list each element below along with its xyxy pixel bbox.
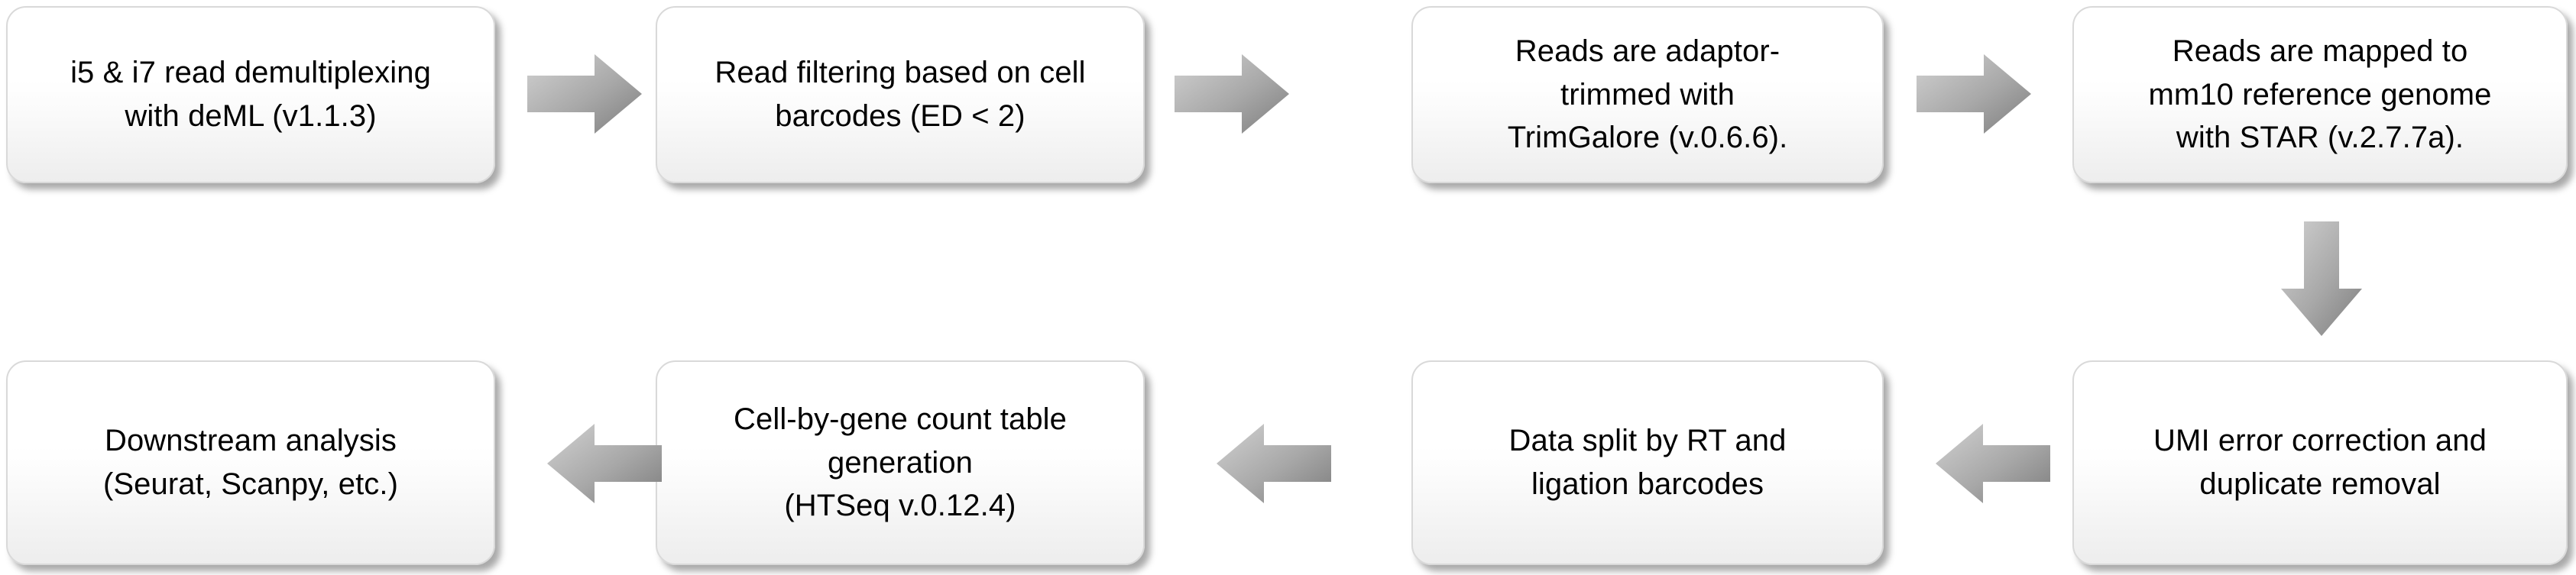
node-read-filtering-label: Read filtering based on cell barcodes (E…: [714, 56, 1086, 133]
node-count-table-label: Cell-by-gene count table generation (HTS…: [734, 402, 1067, 523]
node-data-split-label: Data split by RT and ligation barcodes: [1508, 424, 1787, 501]
arrow-down-icon: [2279, 221, 2364, 336]
node-read-mapping-label: Reads are mapped to mm10 reference genom…: [2148, 34, 2492, 155]
node-demultiplexing[interactable]: i5 & i7 read demultiplexing with deML (v…: [6, 6, 495, 183]
node-adaptor-trimming[interactable]: Reads are adaptor- trimmed with TrimGalo…: [1411, 6, 1884, 183]
arrow-left-icon: [547, 422, 662, 506]
node-downstream-analysis-label: Downstream analysis (Seurat, Scanpy, etc…: [102, 424, 399, 501]
arrow-right-icon: [1917, 52, 2031, 136]
node-read-filtering[interactable]: Read filtering based on cell barcodes (E…: [656, 6, 1145, 183]
node-demultiplexing-label: i5 & i7 read demultiplexing with deML (v…: [70, 56, 431, 133]
node-umi-correction[interactable]: UMI error correction and duplicate remov…: [2072, 360, 2568, 565]
node-umi-correction-label: UMI error correction and duplicate remov…: [2153, 424, 2487, 501]
node-data-split[interactable]: Data split by RT and ligation barcodes: [1411, 360, 1884, 565]
node-adaptor-trimming-label: Reads are adaptor- trimmed with TrimGalo…: [1507, 34, 1788, 155]
arrow-right-icon: [1175, 52, 1289, 136]
node-read-mapping[interactable]: Reads are mapped to mm10 reference genom…: [2072, 6, 2568, 183]
node-count-table[interactable]: Cell-by-gene count table generation (HTS…: [656, 360, 1145, 565]
arrow-right-icon: [527, 52, 642, 136]
arrow-left-icon: [1936, 422, 2050, 506]
node-downstream-analysis[interactable]: Downstream analysis (Seurat, Scanpy, etc…: [6, 360, 495, 565]
arrow-left-icon: [1217, 422, 1331, 506]
